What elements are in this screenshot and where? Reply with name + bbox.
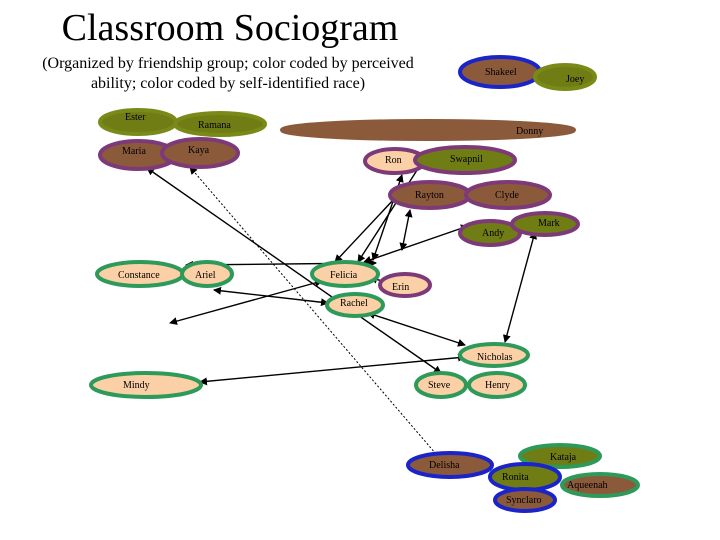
student-label-andy: Andy bbox=[482, 228, 504, 239]
relationship-arrow-rachel-nicholas bbox=[367, 311, 466, 347]
student-node-mindy: Mindy bbox=[89, 371, 203, 399]
student-ellipse-ariel bbox=[180, 260, 234, 288]
student-label-constance: Constance bbox=[118, 270, 160, 281]
student-node-felicia: Felicia bbox=[310, 260, 380, 288]
student-node-henry: Henry bbox=[467, 371, 527, 399]
student-label-joey: Joey bbox=[566, 74, 584, 85]
student-label-ariel: Ariel bbox=[195, 270, 216, 281]
relationship-arrow-clyde-rayton bbox=[399, 209, 413, 251]
student-node-kaya: Kaya bbox=[160, 137, 240, 169]
student-label-aqueenah: Aqueenah bbox=[567, 480, 608, 491]
student-ellipse-kataja bbox=[518, 443, 602, 469]
student-ellipse-synclaro bbox=[493, 487, 557, 513]
student-node-nicholas: Nicholas bbox=[458, 342, 530, 368]
student-label-clyde: Clyde bbox=[495, 190, 519, 201]
student-label-steve: Steve bbox=[428, 380, 451, 391]
student-ellipse-nicholas bbox=[458, 342, 530, 368]
relationship-arrow-mark-nicholas bbox=[502, 231, 538, 343]
student-ellipse-swapnil bbox=[413, 145, 517, 175]
student-node-aqueenah: Aqueenah bbox=[560, 472, 640, 498]
student-label-nicholas: Nicholas bbox=[477, 352, 513, 363]
student-node-erin: Erin bbox=[378, 272, 432, 298]
student-label-swapnil: Swapnil bbox=[450, 154, 483, 165]
student-node-ronita: Ronita bbox=[488, 462, 562, 492]
student-label-mark: Mark bbox=[538, 218, 560, 229]
student-ellipse-kaya bbox=[160, 137, 240, 169]
student-label-synclaro: Synclaro bbox=[506, 495, 542, 506]
student-node-joey: Joey bbox=[533, 63, 597, 91]
student-ellipse-felicia bbox=[310, 260, 380, 288]
student-label-ron: Ron bbox=[385, 155, 402, 166]
student-node-ariel: Ariel bbox=[180, 260, 234, 288]
student-ellipse-aqueenah bbox=[560, 472, 640, 498]
student-node-rayton: Rayton bbox=[388, 180, 472, 210]
subtitle: (Organized by friendship group; color co… bbox=[8, 54, 448, 94]
student-label-henry: Henry bbox=[485, 380, 510, 391]
relationship-arrow-ariel-rachel bbox=[213, 286, 329, 307]
student-label-kaya: Kaya bbox=[188, 145, 210, 156]
student-label-shakeel: Shakeel bbox=[485, 67, 517, 78]
student-label-maria: Maria bbox=[122, 146, 146, 157]
student-node-delisha: Delisha bbox=[406, 451, 494, 479]
student-label-donny: Donny bbox=[516, 126, 543, 137]
student-ellipse-steve bbox=[414, 371, 468, 399]
student-ellipse-mark bbox=[510, 211, 580, 237]
student-label-ester: Ester bbox=[125, 112, 146, 123]
student-ellipse-mindy bbox=[89, 371, 203, 399]
student-node-steve: Steve bbox=[414, 371, 468, 399]
student-node-clyde: Clyde bbox=[464, 180, 552, 210]
relationship-arrow-constance-felicia bbox=[169, 279, 323, 325]
page-title: Classroom Sociogram bbox=[61, 7, 399, 49]
student-label-rayton: Rayton bbox=[415, 190, 444, 201]
student-node-rachel: Rachel bbox=[325, 292, 385, 318]
student-node-shakeel: Shakeel bbox=[458, 55, 542, 89]
student-node-ester: Ester bbox=[98, 108, 178, 136]
student-label-kataja: Kataja bbox=[550, 452, 577, 463]
student-ellipse-erin bbox=[378, 272, 432, 298]
student-ellipse-donny bbox=[280, 119, 576, 141]
student-ellipse-ramana bbox=[173, 111, 267, 137]
student-label-rachel: Rachel bbox=[340, 298, 368, 309]
student-ellipse-clyde bbox=[464, 180, 552, 210]
relationship-arrow-andy-felicia bbox=[363, 224, 469, 264]
student-node-mark: Mark bbox=[510, 211, 580, 237]
student-label-mindy: Mindy bbox=[123, 380, 150, 391]
student-ellipse-joey bbox=[533, 63, 597, 91]
student-node-donny: Donny bbox=[280, 119, 576, 141]
student-ellipse-henry bbox=[467, 371, 527, 399]
student-node-synclaro: Synclaro bbox=[493, 487, 557, 513]
student-ellipse-delisha bbox=[406, 451, 494, 479]
student-node-constance: Constance bbox=[95, 260, 185, 288]
subtitle-line-1: (Organized by friendship group; color co… bbox=[42, 55, 414, 72]
student-label-delisha: Delisha bbox=[429, 460, 460, 471]
student-node-ramana: Ramana bbox=[173, 111, 267, 137]
student-label-ronita: Ronita bbox=[502, 472, 529, 483]
student-ellipse-rachel bbox=[325, 292, 385, 318]
student-node-swapnil: Swapnil bbox=[413, 145, 517, 175]
subtitle-line-2: ability; color coded by self-identified … bbox=[90, 75, 366, 92]
student-node-kataja: Kataja bbox=[518, 443, 602, 469]
student-label-felicia: Felicia bbox=[330, 270, 358, 281]
student-label-ramana: Ramana bbox=[198, 120, 231, 131]
student-label-erin: Erin bbox=[392, 282, 409, 293]
